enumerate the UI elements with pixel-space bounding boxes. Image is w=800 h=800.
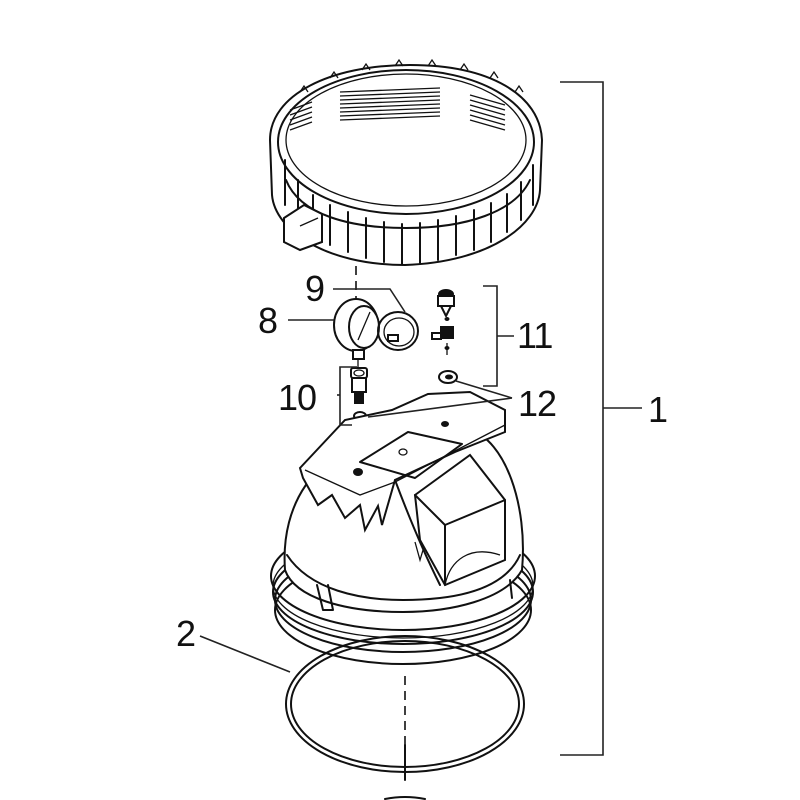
callout-8: 8 [258,300,278,341]
locking-ring [268,58,544,267]
lid-dome [270,390,536,665]
callout-10: 10 [278,377,317,418]
air-relief-valve [431,289,458,384]
callout-9: 9 [305,268,325,309]
callout-2: 2 [176,613,196,654]
pressure-gauge [333,298,380,360]
callout-12: 12 [518,383,557,424]
callout-1: 1 [648,389,668,430]
leader-lines [199,81,642,756]
gauge-clip [377,311,419,351]
gauge-adapter [350,367,368,421]
callout-11: 11 [517,315,553,356]
